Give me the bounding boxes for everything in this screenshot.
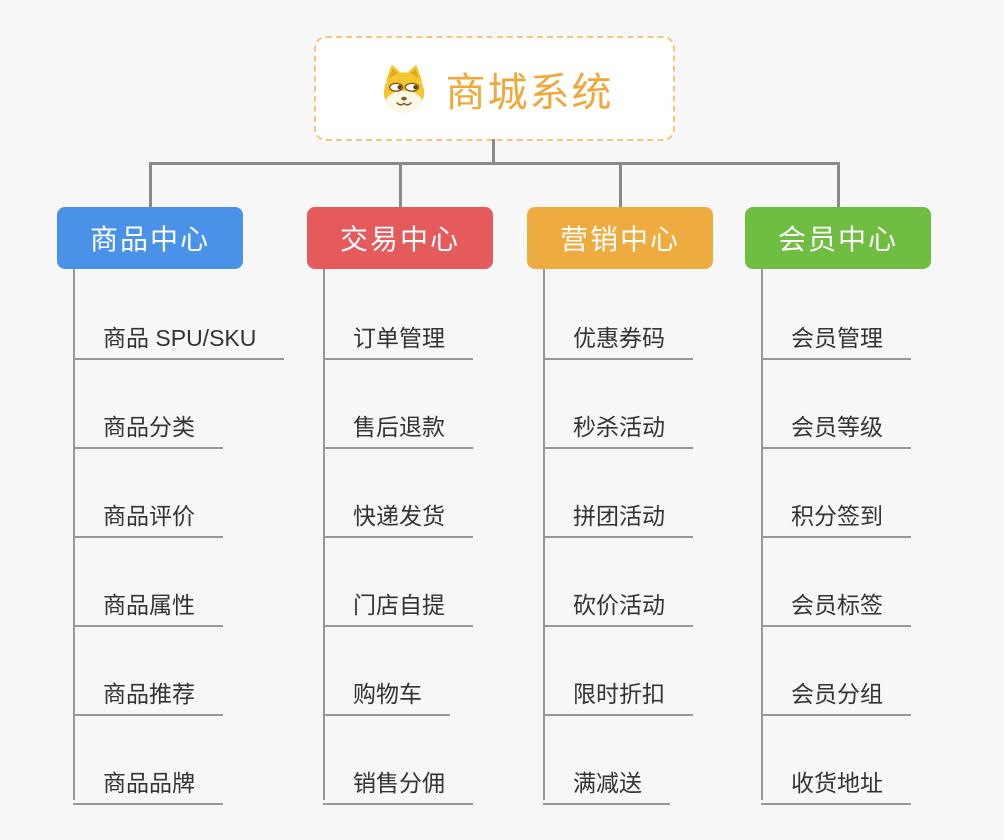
item-node[interactable]: 商品分类	[73, 406, 223, 449]
root-title: 商城系统	[445, 70, 614, 115]
item-node[interactable]: 商品 SPU/SKU	[73, 317, 285, 360]
branch-label: 交易中心	[339, 224, 460, 255]
dog-icon	[383, 64, 424, 113]
item-node[interactable]: 会员等级	[761, 406, 911, 449]
item-node[interactable]: 购物车	[323, 673, 450, 716]
connector-horizontal-rail	[149, 162, 840, 165]
branch-label: 商品中心	[89, 224, 210, 255]
branch-label: 会员中心	[777, 224, 898, 255]
item-node[interactable]: 积分签到	[761, 495, 911, 538]
item-node[interactable]: 秒杀活动	[543, 406, 693, 449]
branch-trunk	[761, 269, 763, 800]
item-node[interactable]: 拼团活动	[543, 495, 693, 538]
branch-node-3[interactable]: 营销中心	[527, 207, 713, 269]
item-node[interactable]: 限时折扣	[543, 673, 693, 716]
item-node[interactable]: 砍价活动	[543, 584, 693, 627]
branch-node-2[interactable]: 交易中心	[307, 207, 493, 269]
item-node[interactable]: 会员管理	[761, 317, 911, 360]
connector-branch-drop	[619, 162, 622, 207]
item-node[interactable]: 快递发货	[323, 495, 473, 538]
item-node[interactable]: 商品属性	[73, 584, 223, 627]
branch-node-1[interactable]: 商品中心	[57, 207, 243, 269]
item-node[interactable]: 售后退款	[323, 406, 473, 449]
root-node[interactable]: 商城系统	[314, 36, 675, 141]
connector-root-stub	[492, 139, 495, 162]
item-node[interactable]: 订单管理	[323, 317, 473, 360]
item-node[interactable]: 优惠券码	[543, 317, 693, 360]
branch-trunk	[543, 269, 545, 800]
item-node[interactable]: 销售分佣	[323, 762, 473, 805]
branch-label: 营销中心	[559, 224, 680, 255]
item-node[interactable]: 收货地址	[761, 762, 911, 805]
branch-trunk	[323, 269, 325, 800]
item-node[interactable]: 满减送	[543, 762, 670, 805]
item-node[interactable]: 商品品牌	[73, 762, 223, 805]
item-node[interactable]: 商品推荐	[73, 673, 223, 716]
connector-branch-drop	[399, 162, 402, 207]
branch-node-4[interactable]: 会员中心	[745, 207, 931, 269]
connector-branch-drop	[837, 162, 840, 207]
item-node[interactable]: 门店自提	[323, 584, 473, 627]
item-node[interactable]: 商品评价	[73, 495, 223, 538]
item-node[interactable]: 会员分组	[761, 673, 911, 716]
item-node[interactable]: 会员标签	[761, 584, 911, 627]
branch-trunk	[73, 269, 75, 800]
connector-branch-drop	[149, 162, 152, 207]
